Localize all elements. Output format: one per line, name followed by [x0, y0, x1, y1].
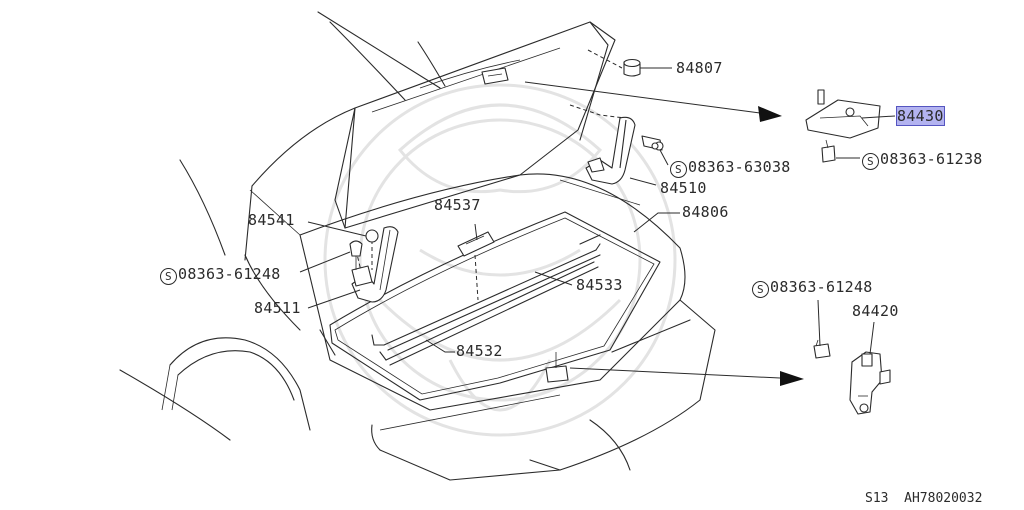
standard-part-icon: S [862, 153, 879, 170]
part-84510-shape [585, 116, 664, 185]
label-08363-61238-text[interactable]: 08363-61238 [880, 150, 983, 168]
label-84511[interactable]: 84511 [254, 299, 301, 317]
label-08363-63038-text[interactable]: 08363-63038 [688, 158, 791, 176]
label-84533[interactable]: 84533 [576, 276, 623, 294]
label-84806[interactable]: 84806 [682, 203, 729, 221]
diagram-code: AH78020032 [904, 491, 983, 506]
label-84430-text[interactable]: 84430 [896, 106, 945, 126]
label-08363-61248-right-text[interactable]: 08363-61248 [770, 278, 873, 296]
part-84537-shape [457, 231, 495, 257]
watermark-emblem [323, 83, 677, 437]
standard-part-icon: S [160, 268, 177, 285]
label-84532[interactable]: 84532 [456, 342, 503, 360]
part-84807-shape [623, 58, 641, 77]
label-84537[interactable]: 84537 [434, 196, 481, 214]
part-84420-shape [813, 339, 891, 415]
label-84420[interactable]: 84420 [852, 302, 899, 320]
arrows [524, 81, 804, 386]
part-84430-shape [805, 89, 881, 163]
torsion-rods [371, 234, 601, 366]
label-84510[interactable]: 84510 [660, 179, 707, 197]
diagram-footer: S13 AH78020032 [865, 491, 982, 506]
part-84511-shape [349, 226, 399, 303]
leader-lines [299, 67, 896, 355]
standard-part-icon: S [752, 281, 769, 298]
section-code: S13 [865, 491, 889, 506]
label-08363-61248-left-text[interactable]: 08363-61248 [178, 265, 281, 283]
label-84541[interactable]: 84541 [248, 211, 295, 229]
car-body [119, 11, 716, 481]
standard-part-icon: S [670, 161, 687, 178]
label-84807[interactable]: 84807 [676, 59, 723, 77]
label-84430[interactable]: 84430 [896, 106, 945, 126]
